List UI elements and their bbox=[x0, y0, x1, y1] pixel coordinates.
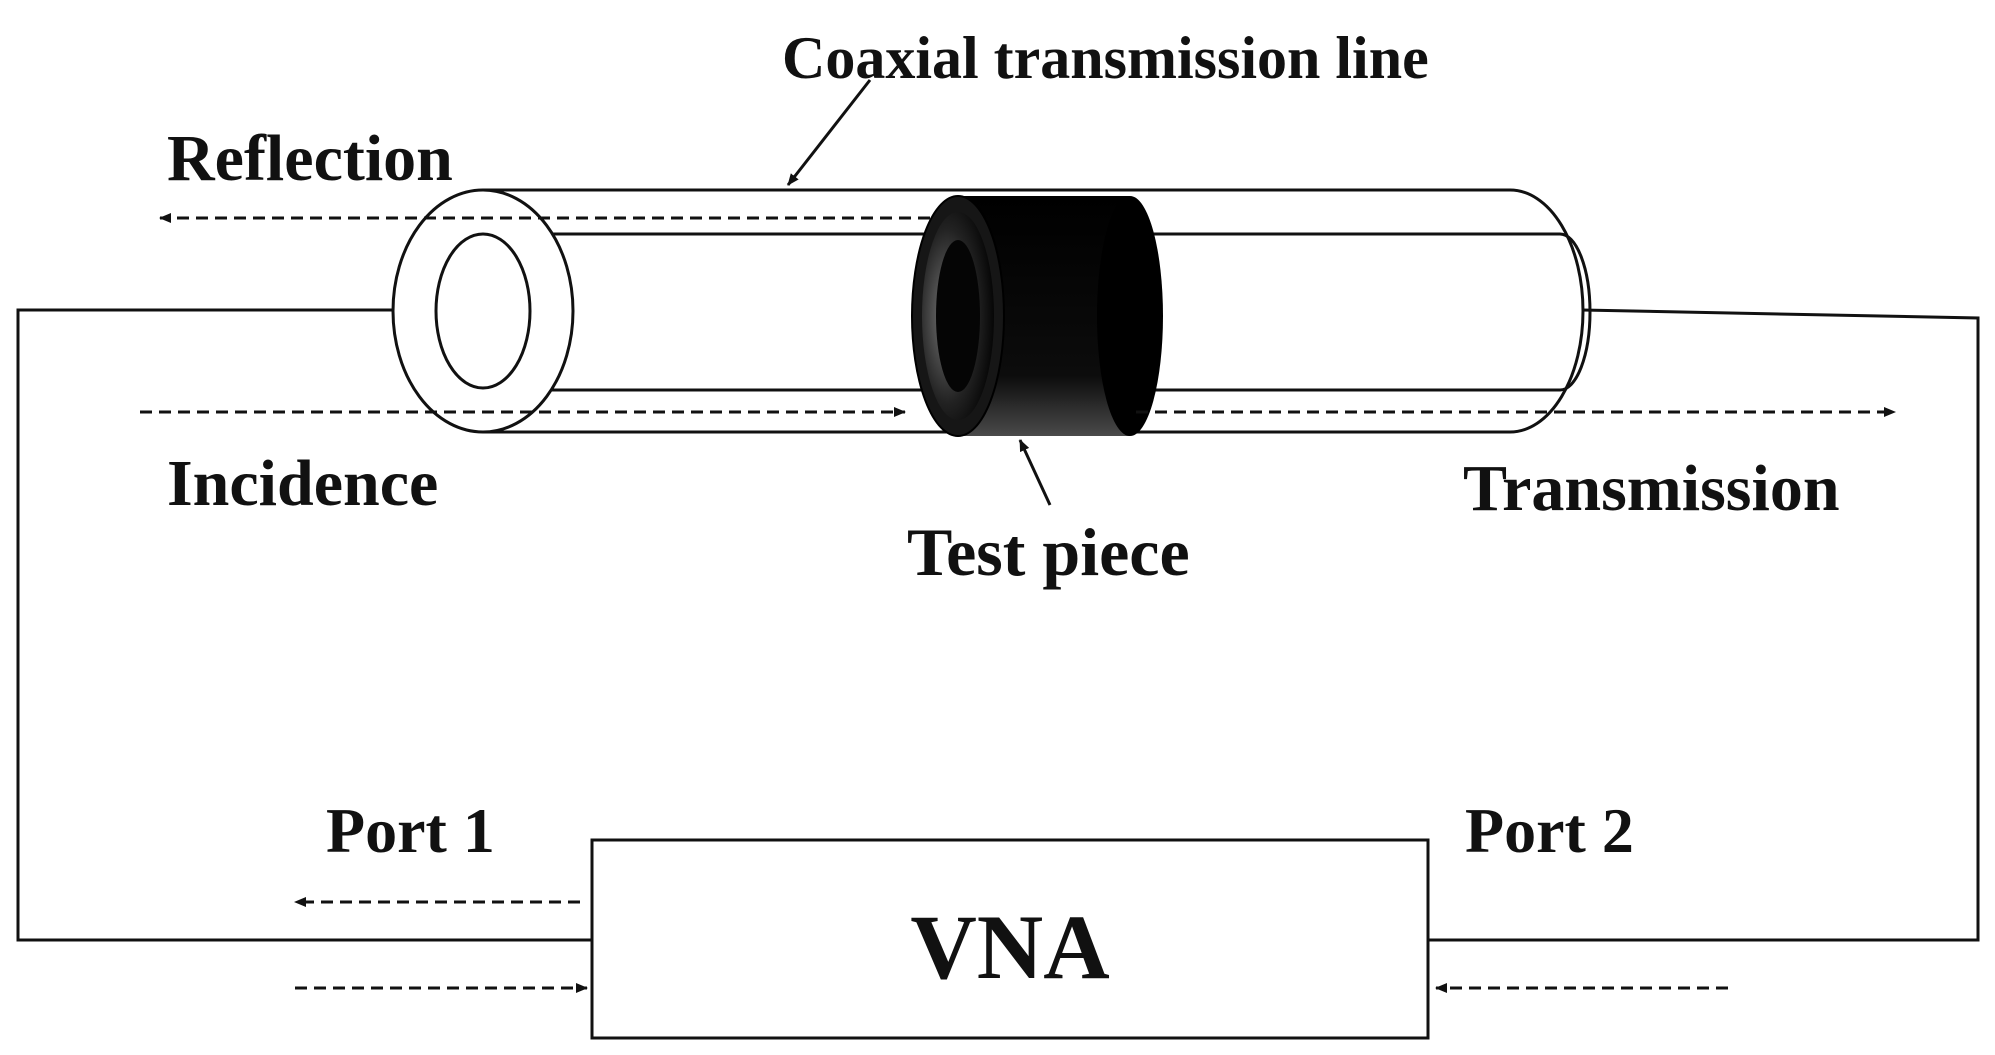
port2-label: Port 2 bbox=[1465, 795, 1634, 866]
transmission-label: Transmission bbox=[1463, 452, 1840, 525]
test-piece bbox=[911, 195, 1163, 437]
port1-label: Port 1 bbox=[326, 795, 495, 866]
reflection-label: Reflection bbox=[167, 122, 453, 195]
coax-leader-arrow bbox=[786, 79, 872, 186]
coax-label: Coaxial transmission line bbox=[782, 25, 1429, 91]
vna-label: VNA bbox=[910, 896, 1109, 998]
test-piece-label: Test piece bbox=[907, 514, 1190, 590]
test-piece-leader-arrow bbox=[1018, 439, 1052, 506]
cable-right bbox=[1428, 308, 1980, 942]
cable-left bbox=[16, 308, 592, 942]
vna-box bbox=[590, 838, 1430, 1040]
incidence-label: Incidence bbox=[167, 447, 438, 520]
